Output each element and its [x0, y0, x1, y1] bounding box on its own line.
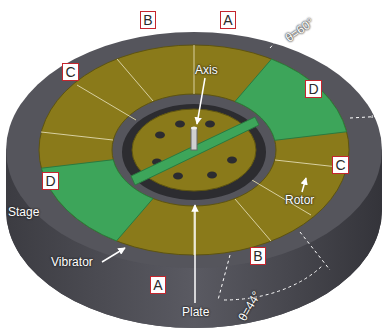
- phase-letter: A: [153, 278, 162, 292]
- part-label: θ=60°: [283, 16, 317, 45]
- phase-letter: B: [253, 249, 262, 263]
- phase-box: B: [250, 247, 266, 265]
- phase-box: A: [220, 11, 236, 29]
- phase-box: D: [42, 172, 59, 190]
- phase-box: B: [140, 11, 156, 29]
- part-label: Rotor: [285, 194, 314, 207]
- part-label: Stage: [8, 206, 39, 219]
- part-label: Plate: [182, 306, 209, 319]
- part-label: Vibrator: [51, 256, 93, 269]
- phase-box: C: [332, 156, 349, 174]
- phase-box: C: [62, 63, 79, 81]
- phase-letter: C: [65, 65, 75, 79]
- phase-letter: C: [335, 158, 345, 172]
- phase-letter: B: [143, 13, 152, 27]
- phase-box: D: [305, 80, 322, 98]
- phase-letter: D: [308, 82, 318, 96]
- phase-letter: A: [223, 13, 232, 27]
- part-label: Axis: [195, 64, 218, 77]
- phase-box: A: [150, 276, 166, 294]
- phase-letter: D: [45, 174, 55, 188]
